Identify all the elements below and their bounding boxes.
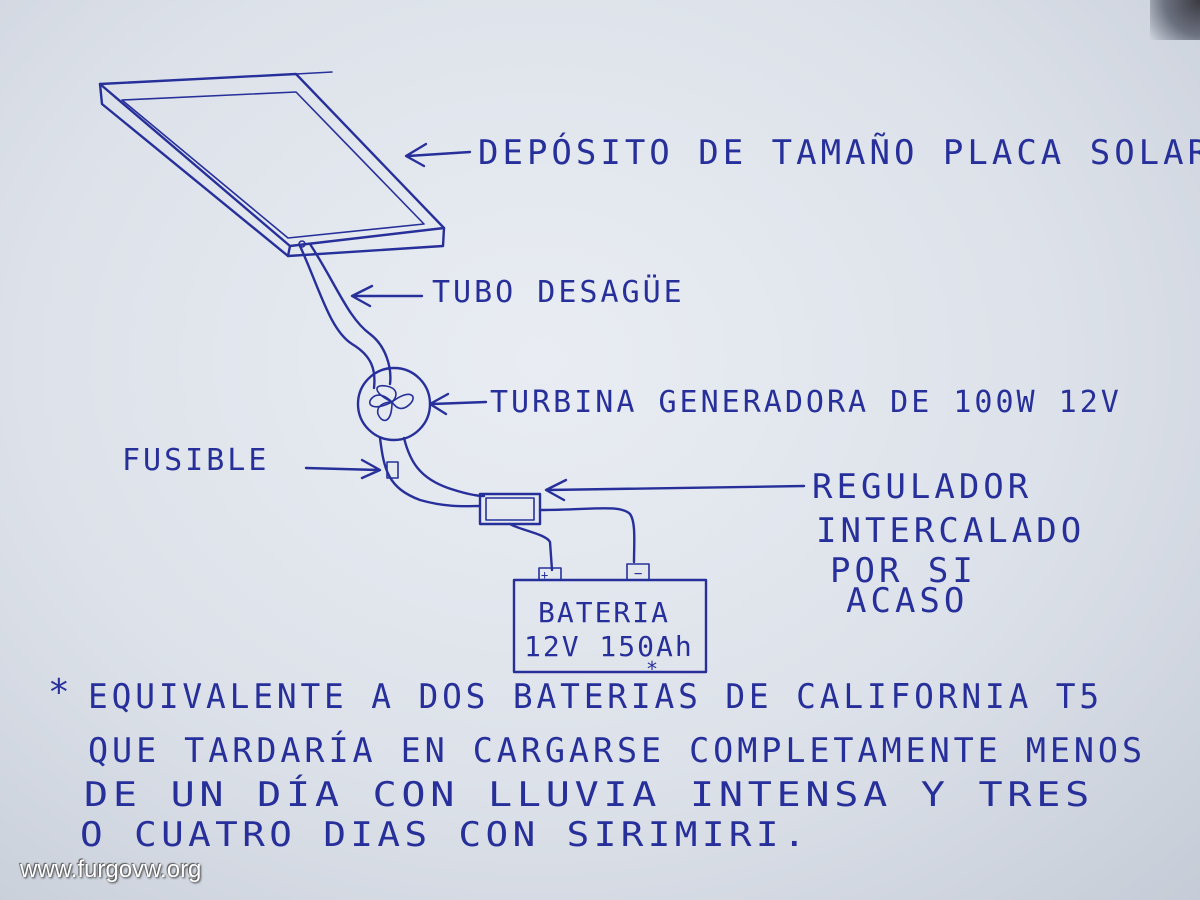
turbine-drawing (356, 366, 432, 442)
label-fusible: FUSIBLE (122, 443, 269, 478)
footnote: * EQUIVALENTE A DOS BATERIAS DE CALIFORN… (48, 672, 1146, 855)
footnote-line-4: O CUATRO DIAS CON SIRIMIRI. (80, 815, 810, 855)
battery-name: BATERIA (538, 596, 670, 629)
label-arrows (304, 142, 806, 502)
battery-drawing: + − BATERIA 12V 150Ah * (512, 563, 708, 681)
tank-drawing (98, 71, 446, 258)
label-deposito: DEPÓSITO DE TAMAÑO PLACA SOLAR (478, 132, 1200, 173)
label-turbina: TURBINA GENERADORA DE 100W 12V (490, 385, 1122, 420)
footnote-line-3: DE UN DÍA CON LLUVIA INTENSA Y TRES (84, 774, 1094, 815)
drain-pipe (298, 242, 392, 390)
label-regulador-line-2: INTERCALADO (816, 511, 1085, 551)
corner-shadow (1150, 0, 1200, 40)
battery-positive-terminal: + (541, 568, 548, 582)
label-regulador-line-4: ACASO (846, 581, 968, 621)
footnote-line-1: EQUIVALENTE A DOS BATERIAS DE CALIFORNIA… (88, 677, 1103, 717)
label-tubo-desague: TUBO DESAGÜE (432, 274, 685, 310)
footnote-asterisk: * (48, 672, 74, 713)
footnote-line-2: QUE TARDARÍA EN CARGARSE COMPLETAMENTE M… (88, 730, 1146, 771)
battery-wires (508, 507, 636, 572)
fuse-drawing (386, 461, 399, 479)
turbine-wires (378, 436, 486, 508)
battery-asterisk: * (646, 657, 658, 681)
regulator-drawing (478, 492, 542, 526)
battery-spec: 12V 150Ah (524, 630, 694, 663)
label-regulador-block: REGULADOR INTERCALADO POR SI ACASO (812, 467, 1085, 621)
label-regulador-line-1: REGULADOR (812, 467, 1032, 507)
label-regulador-line-3: POR SI (830, 551, 977, 591)
watermark-text: www.furgovw.org (20, 856, 202, 883)
battery-negative-terminal: − (634, 566, 642, 582)
